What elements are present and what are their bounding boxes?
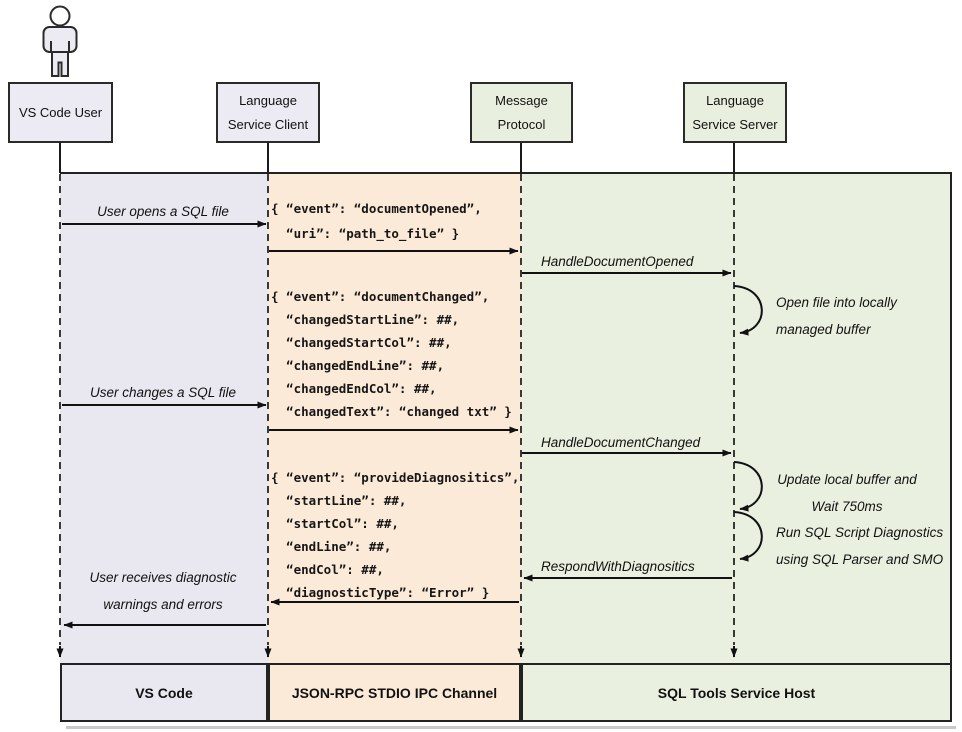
bottom-shadow-line (66, 726, 956, 729)
actor-label: Service Client (227, 117, 309, 132)
payload-document-changed: { “event”: “documentChanged”, “changedSt… (271, 289, 512, 419)
label-handle-document-opened: HandleDocumentOpened (541, 254, 694, 269)
label-respond-with-diagnostics: RespondWithDiagnositics (541, 559, 695, 574)
actor-box-language-service-client: Language Service Client (216, 82, 320, 143)
lane-label: SQL Tools Service Host (657, 684, 816, 701)
actor-box-language-service-server: Language Service Server (683, 82, 787, 143)
payload-document-opened: { “event”: “documentOpened”, “uri”: “pat… (271, 201, 482, 241)
lane-box-vscode: VS Code (60, 663, 268, 722)
actor-label: Protocol (497, 117, 546, 132)
actor-label: Language (706, 93, 764, 108)
lane-box-sqltools-host: SQL Tools Service Host (521, 663, 952, 722)
user-actor-icon (42, 5, 78, 77)
label-handle-document-changed: HandleDocumentChanged (541, 435, 701, 450)
lane-box-jsonrpc-channel: JSON-RPC STDIO IPC Channel (268, 663, 521, 722)
label-update-local-buffer: Update local buffer and Wait 750ms (777, 472, 917, 514)
actor-label: VS Code User (18, 105, 103, 120)
actor-label: Service Server (692, 117, 778, 132)
lane-bg-vscode (60, 172, 268, 663)
label-run-sql-diagnostics: Run SQL Script Diagnostics using SQL Par… (776, 525, 944, 567)
lane-bg-jsonrpc (268, 172, 521, 663)
label-user-opens-sql-file: User opens a SQL file (97, 204, 229, 219)
label-user-changes-sql-file: User changes a SQL file (89, 385, 237, 400)
actor-box-vscode-user: VS Code User (8, 82, 113, 143)
label-open-file-into-buffer: Open file into locally managed buffer (776, 295, 897, 337)
lane-label: JSON-RPC STDIO IPC Channel (291, 684, 498, 701)
label-user-receives-diagnostics: User receives diagnostic warnings and er… (89, 570, 237, 612)
actor-label: Message (495, 93, 548, 108)
actor-box-message-protocol: Message Protocol (470, 82, 573, 143)
lane-label: VS Code (135, 684, 193, 701)
lifeline-stubs (59, 143, 735, 173)
actor-label: Language (239, 93, 297, 108)
payload-provide-diagnostics: { “event”: “provideDiagnositics”, “start… (271, 470, 520, 600)
lane-bg-sqltools (521, 172, 952, 663)
